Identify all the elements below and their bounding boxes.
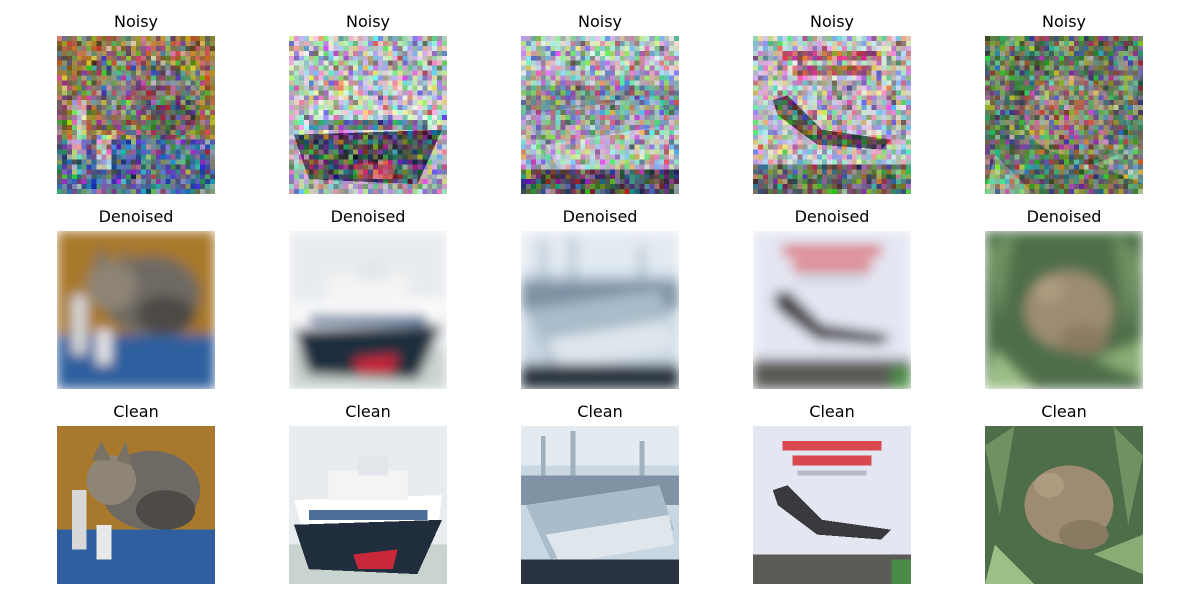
airplane-noisy-image [753, 36, 911, 194]
frog-clean-image [985, 426, 1143, 584]
airplane-clean-image [753, 426, 911, 584]
cat-blurred-image [57, 231, 215, 389]
thumbnail-title: Clean [113, 402, 159, 421]
ship-noisy-image [289, 36, 447, 194]
frog-noisy-image [985, 36, 1143, 194]
thumbnail-title: Noisy [113, 12, 158, 31]
thumbnail-title: Noisy [1041, 12, 1086, 31]
thumbnail-title: Noisy [577, 12, 622, 31]
thumbnail-title: Clean [345, 402, 391, 421]
boat-noisy-image [521, 36, 679, 194]
thumbnail-title: Clean [809, 402, 855, 421]
thumbnail-title: Denoised [562, 207, 638, 226]
thumbnail-title: Noisy [809, 12, 854, 31]
thumbnail-title: Denoised [1026, 207, 1102, 226]
thumbnail-title: Denoised [98, 207, 174, 226]
thumbnail-title: Clean [1041, 402, 1087, 421]
thumbnail-title: Denoised [330, 207, 406, 226]
frog-blurred-image [985, 231, 1143, 389]
cat-noisy-image [57, 36, 215, 194]
thumbnail-title: Noisy [345, 12, 390, 31]
airplane-blurred-image [753, 231, 911, 389]
thumbnail-title: Denoised [794, 207, 870, 226]
cat-clean-image [57, 426, 215, 584]
ship-clean-image [289, 426, 447, 584]
boat-blurred-image [521, 231, 679, 389]
boat-clean-image [521, 426, 679, 584]
ship-blurred-image [289, 231, 447, 389]
thumbnail-title: Clean [577, 402, 623, 421]
